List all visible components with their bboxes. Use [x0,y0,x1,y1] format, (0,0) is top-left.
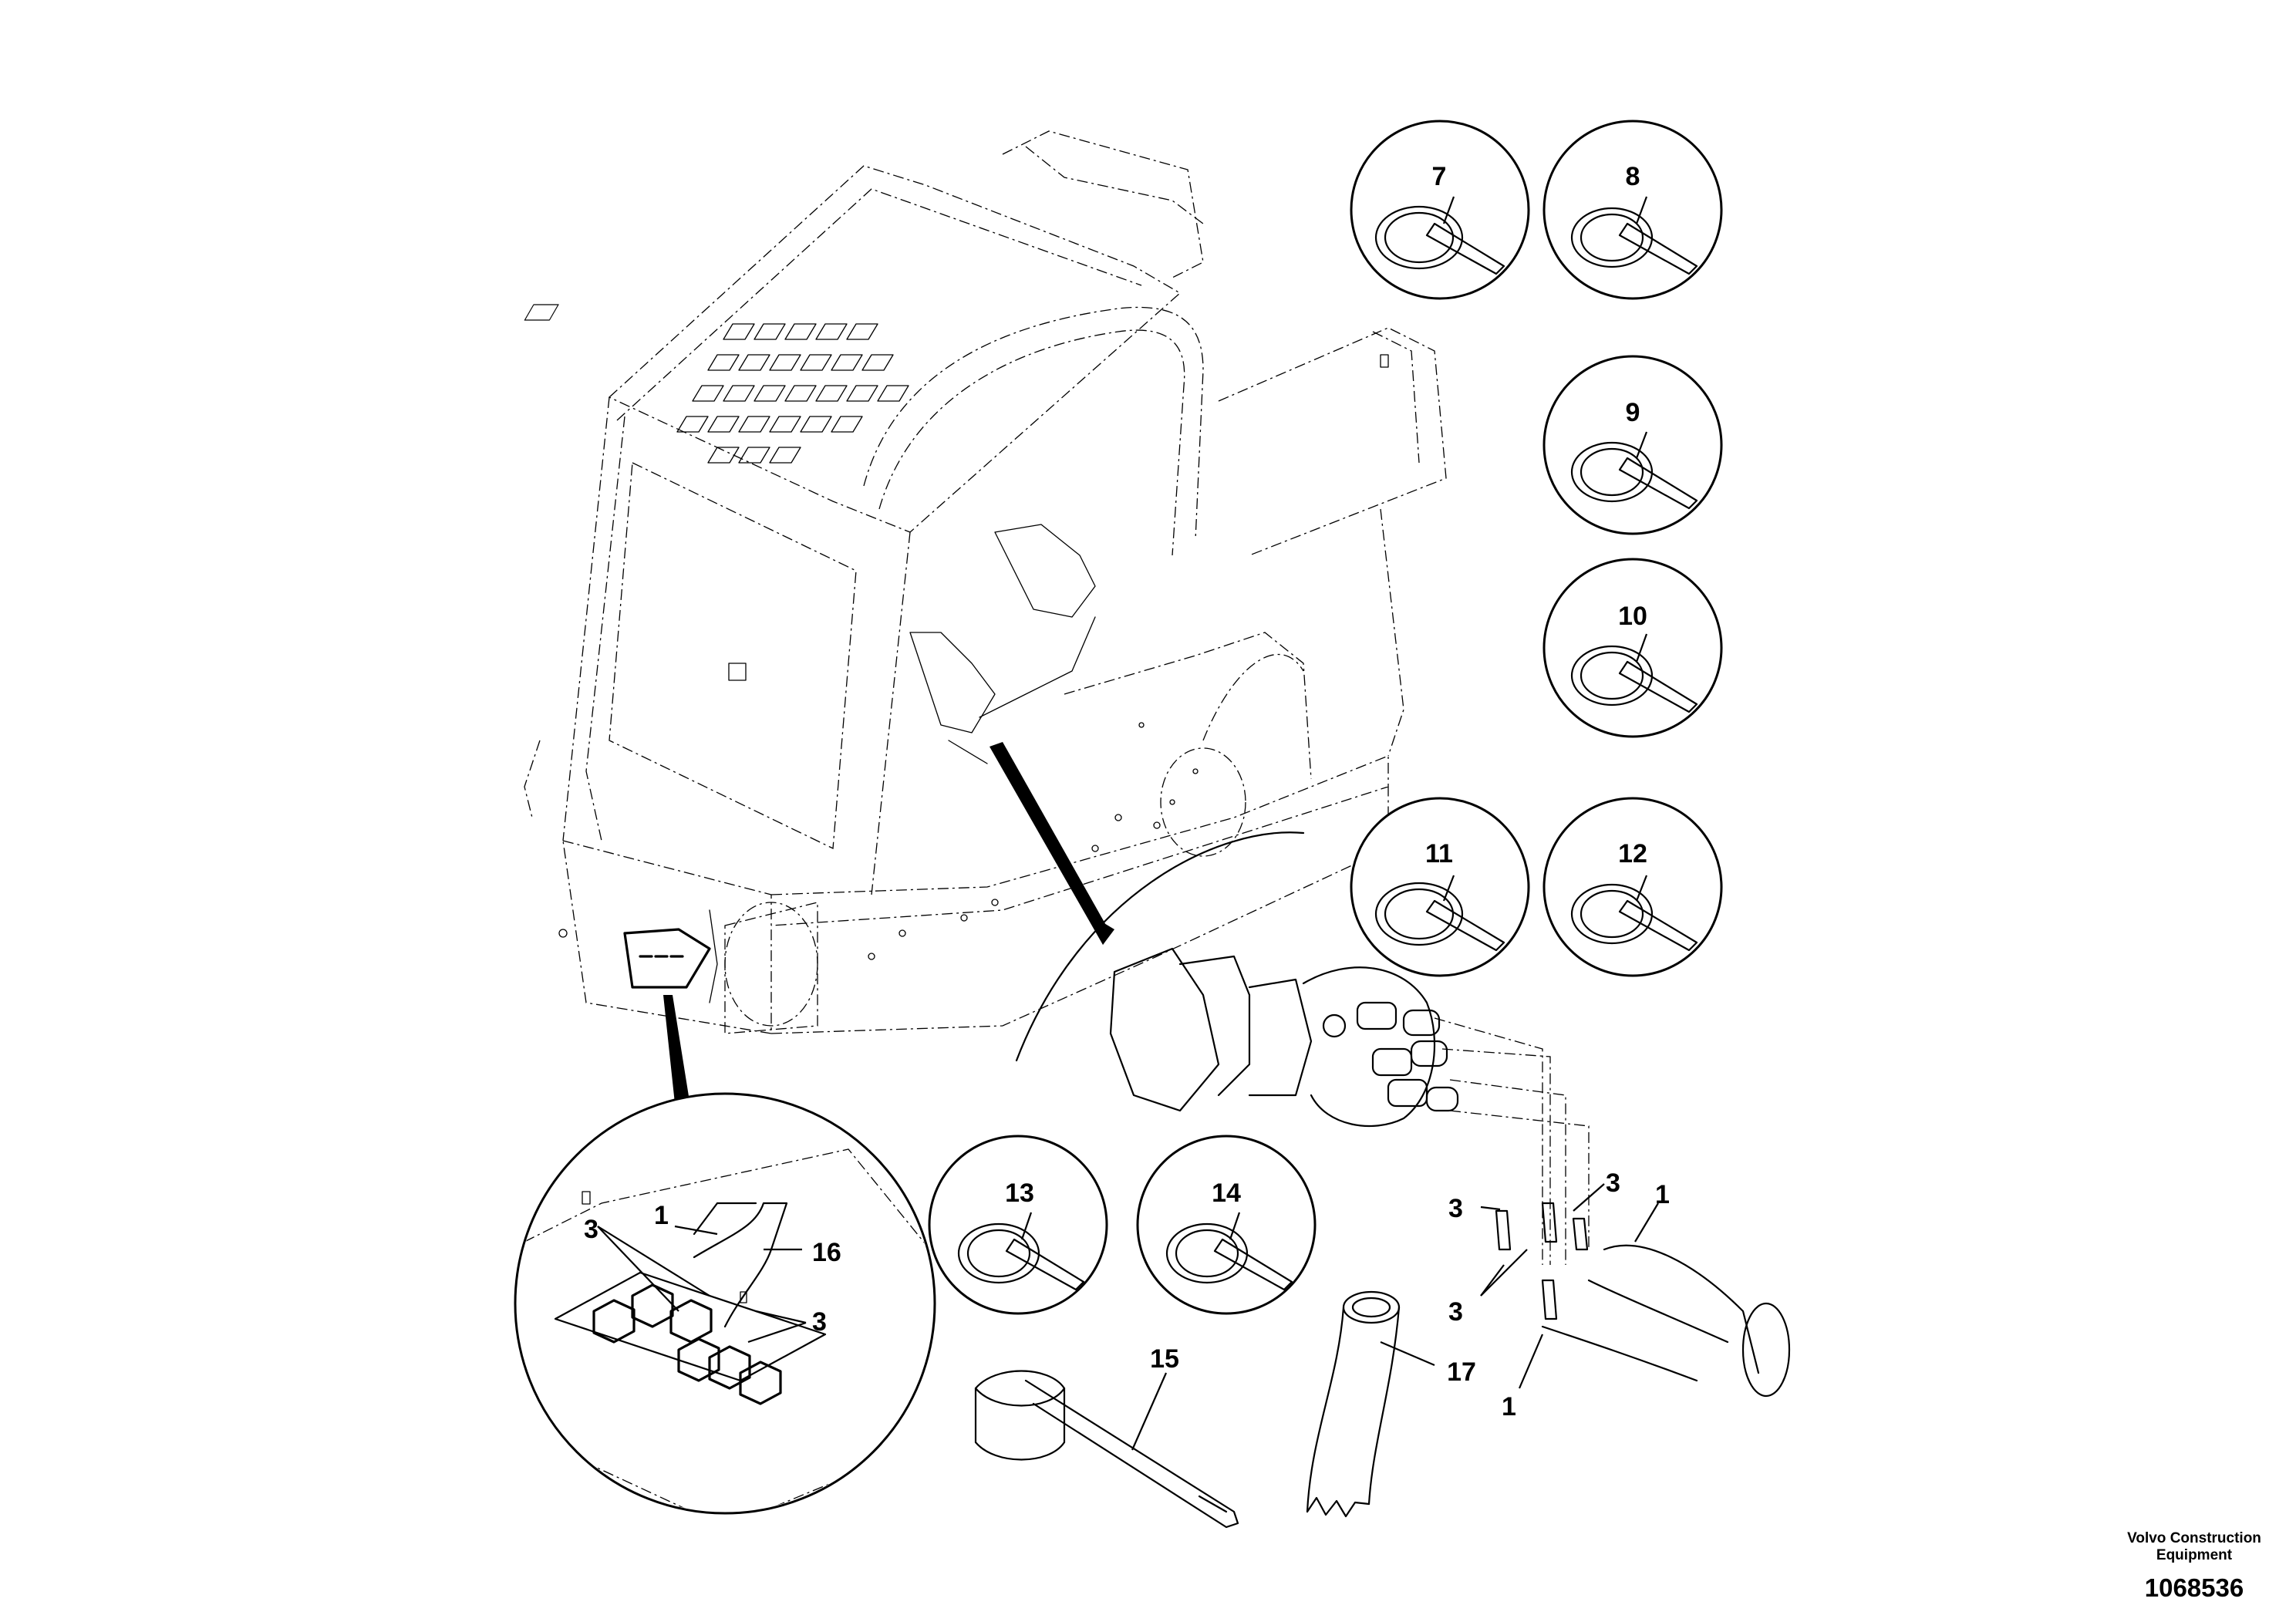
callout-3-right-b: 3 [1606,1168,1620,1198]
cable-tie-12: 12 [1542,797,1723,977]
document-number: 1068536 [2145,1573,2244,1602]
clamp-part-15: 15 [974,1344,1239,1529]
skid-steer-machine-illustration [524,130,1447,1034]
callout-15: 15 [1150,1344,1179,1374]
callout-1-right-b: 1 [1502,1392,1516,1421]
cable-tie-11: 11 [1350,797,1530,977]
drawing-footer: Volvo Construction Equipment 1068536 [2127,1530,2261,1602]
callout-3-left-lower: 3 [812,1307,827,1337]
callout-1-left: 1 [654,1201,669,1230]
callout-9: 9 [1626,398,1640,427]
callout-17: 17 [1447,1357,1476,1387]
cable-tie-7: 7 [1350,120,1530,300]
callout-10: 10 [1618,602,1647,631]
callout-3-right-a: 3 [1448,1194,1463,1223]
callout-7: 7 [1432,162,1447,191]
callout-1-right-a: 1 [1655,1180,1670,1209]
callout-12: 12 [1618,839,1647,868]
zoom-pointer-arrows [663,742,1114,1134]
cable-tie-13: 13 [928,1135,1108,1315]
callout-14: 14 [1212,1179,1241,1208]
detail-view-right-hydraulic-coupler: 3 3 3 1 1 [1015,831,1791,1421]
publisher-name-line1: Volvo Construction [2127,1530,2261,1546]
callout-13: 13 [1005,1179,1034,1208]
callout-3-left-upper: 3 [584,1215,598,1244]
callout-11: 11 [1425,839,1453,868]
cable-tie-8: 8 [1542,120,1723,300]
detail-view-left-connector-block: 1 3 16 3 [514,1092,936,1515]
callout-3-right-c: 3 [1448,1297,1463,1327]
callout-16: 16 [812,1238,841,1267]
cable-tie-callouts: 7 8 9 10 [928,120,1723,1315]
hose-part-17: 17 [1306,1290,1476,1518]
cable-tie-14: 14 [1136,1135,1317,1315]
cable-tie-9: 9 [1542,355,1723,535]
callout-8: 8 [1626,162,1640,191]
publisher-name-line2: Equipment [2156,1547,2233,1563]
cable-tie-10: 10 [1542,558,1723,738]
